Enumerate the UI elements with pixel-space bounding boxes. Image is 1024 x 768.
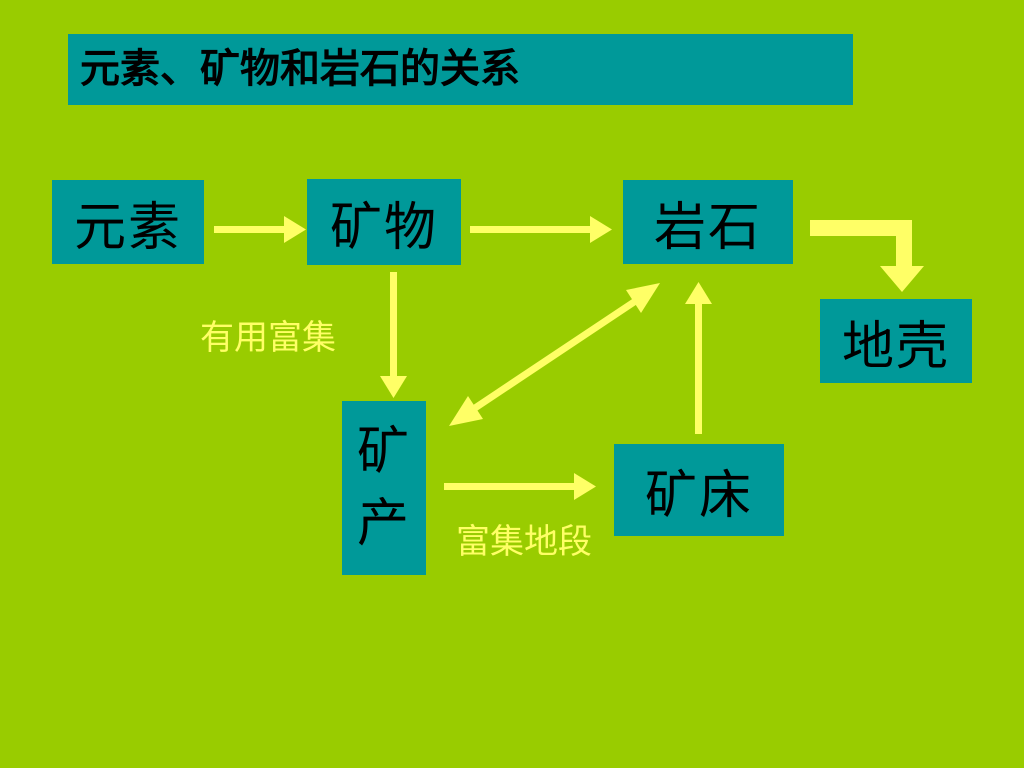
arrow-kuangchan-yanshi-bidirectional [449, 283, 660, 426]
arrow-kuangwu-to-kuangchan [380, 272, 407, 398]
node-kuangchuang: 矿床 [614, 444, 784, 536]
arrow-kuangchan-to-kuangchuang [444, 473, 596, 500]
node-yanshi: 岩石 [623, 180, 793, 264]
page-title: 元素、矿物和岩石的关系 [80, 46, 520, 92]
arrow-kuangwu-to-yanshi [470, 216, 612, 243]
node-label-kuangchuang: 矿床 [644, 465, 753, 526]
node-label-diqiao: 地壳 [841, 316, 950, 377]
node-label-kuangchan-2: 产 [356, 494, 411, 554]
node-kuangwu: 矿物 [307, 179, 461, 265]
edge-label-fuji-diduan: 富集地段 [456, 522, 592, 562]
node-label-yanshi: 岩石 [653, 197, 762, 258]
node-label-yuansu: 元素 [73, 197, 182, 258]
node-diqiao: 地壳 [820, 299, 972, 383]
node-label-kuangwu: 矿物 [329, 197, 438, 258]
edge-label-youyong-fuji: 有用富集 [200, 318, 336, 358]
arrow-yuansu-to-kuangwu [214, 216, 306, 243]
arrow-kuangchuang-to-yanshi [685, 282, 712, 434]
title-box: 元素、矿物和岩石的关系 [68, 34, 853, 105]
node-kuangchan: 矿 产 [342, 401, 426, 575]
node-label-kuangchan-1: 矿 [356, 422, 411, 482]
arrow-yanshi-to-diqiao [810, 220, 924, 292]
node-yuansu: 元素 [52, 180, 204, 264]
